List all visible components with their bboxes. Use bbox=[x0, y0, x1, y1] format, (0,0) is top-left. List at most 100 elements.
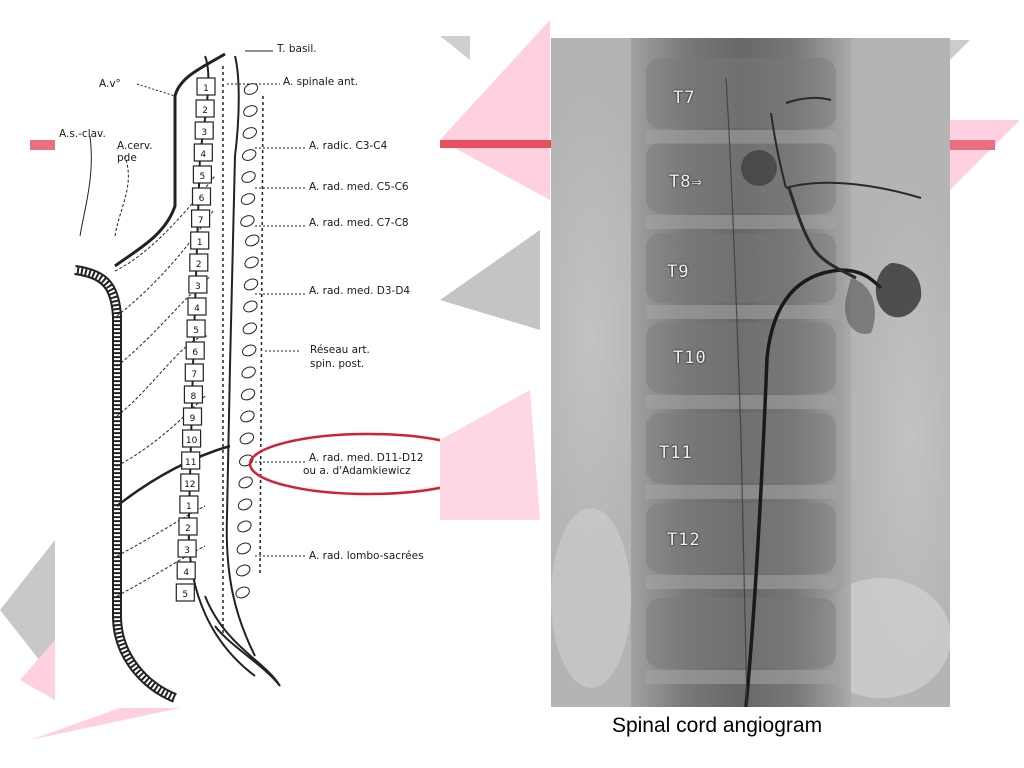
posterior-spinal-network bbox=[259, 95, 264, 577]
posterior-process bbox=[241, 366, 256, 379]
label-a-spinale-ant: A. spinale ant. bbox=[283, 76, 359, 88]
bg-red-line-right bbox=[950, 140, 995, 150]
posterior-process bbox=[236, 564, 251, 577]
angiogram-drawing bbox=[551, 38, 950, 707]
vertebra-number: 3 bbox=[201, 128, 207, 138]
disc-space bbox=[646, 395, 836, 409]
angiogram-caption: Spinal cord angiogram bbox=[611, 714, 823, 737]
vertebra-box bbox=[191, 187, 212, 206]
vertebra-number: 5 bbox=[182, 590, 188, 600]
soft-tissue bbox=[851, 178, 950, 698]
bg-gray-triangle bbox=[0, 540, 55, 680]
vertebra-label-t8: T8⇒ bbox=[669, 172, 703, 192]
vertebra-number: 10 bbox=[186, 436, 198, 446]
vertebra-box bbox=[196, 77, 216, 96]
highlight-ellipse bbox=[248, 432, 440, 496]
branch-radic bbox=[116, 275, 212, 367]
vertebra-number: 9 bbox=[190, 414, 196, 424]
spinal-cord-outline-right bbox=[225, 55, 256, 657]
vertebra-number: 4 bbox=[200, 150, 206, 160]
vertebra-number: 4 bbox=[183, 568, 189, 578]
vertebra-box bbox=[191, 209, 211, 228]
vertebra-box bbox=[188, 275, 208, 294]
vertebra-number: 1 bbox=[203, 84, 209, 94]
disc-space bbox=[646, 670, 836, 684]
disc-space bbox=[646, 575, 836, 589]
vertebral-body bbox=[646, 143, 836, 213]
posterior-process bbox=[238, 476, 253, 489]
vertebra-box bbox=[195, 99, 215, 118]
posterior-process bbox=[236, 542, 252, 555]
label-a-rad-lombo-sacrees: A. rad. lombo-sacrées bbox=[309, 550, 424, 562]
vertebral-body bbox=[646, 598, 836, 668]
vertebra-box bbox=[181, 451, 201, 470]
branch-subclavian bbox=[79, 135, 92, 237]
vertebra-number: 4 bbox=[194, 304, 200, 314]
vertebra-number: 3 bbox=[184, 546, 190, 556]
branch-radic bbox=[116, 395, 206, 467]
label-spin-post: spin. post. bbox=[310, 358, 365, 370]
vertebra-box bbox=[175, 583, 195, 602]
anterior-spinal-artery bbox=[725, 77, 748, 707]
bg-pink-triangle bbox=[950, 120, 1020, 190]
vertebra-number: 2 bbox=[185, 524, 191, 534]
vertebra-box bbox=[190, 231, 210, 250]
label-a-v: A.v° bbox=[99, 78, 121, 90]
branch-radic bbox=[116, 335, 208, 417]
vertebral-body bbox=[646, 233, 836, 303]
posterior-process bbox=[242, 127, 257, 139]
vertebral-body bbox=[646, 58, 836, 128]
vertebra-number: 5 bbox=[200, 172, 206, 182]
bg-red-line-mid bbox=[440, 140, 551, 148]
label-a-radic-c3-c4: A. radic. C3-C4 bbox=[309, 140, 388, 152]
contrast-blush bbox=[875, 263, 922, 318]
bg-pink-triangle bbox=[440, 390, 540, 520]
label-a-rad-med-c7-c8: A. rad. med. C7-C8 bbox=[309, 217, 409, 229]
vertebra-box bbox=[181, 429, 202, 448]
vertebra-label-t9: T9 bbox=[667, 262, 690, 282]
vertebral-body bbox=[646, 503, 836, 573]
posterior-process bbox=[243, 83, 259, 95]
bg-red-line-left bbox=[30, 140, 55, 150]
posterior-process bbox=[237, 498, 253, 511]
vertebra-box bbox=[192, 165, 212, 184]
label-t-basil: T. basil. bbox=[277, 43, 317, 55]
posterior-process bbox=[243, 278, 259, 291]
bg-gray-triangle bbox=[440, 36, 470, 60]
posterior-elements bbox=[235, 83, 260, 599]
vertebra-label-t12: T12 bbox=[667, 530, 701, 550]
vertebra-box bbox=[184, 363, 204, 382]
disc-space bbox=[646, 130, 836, 144]
label-p-de: pde bbox=[117, 152, 137, 164]
bg-pink-triangle bbox=[20, 640, 55, 700]
vertebra-label-t7: T7 bbox=[673, 88, 696, 108]
vertebra-box bbox=[186, 319, 206, 338]
leader-line bbox=[136, 83, 176, 97]
vertebra-box bbox=[187, 297, 207, 316]
vertebra-number: 6 bbox=[192, 348, 198, 358]
contrast-blush bbox=[845, 278, 875, 334]
sacrum-curve bbox=[204, 595, 281, 687]
artery-branch bbox=[785, 181, 922, 199]
label-a-s-clav: A.s.-clav. bbox=[59, 128, 106, 140]
spine-column bbox=[631, 38, 851, 707]
contrast-blush bbox=[741, 150, 777, 186]
branch-adamkiewicz bbox=[116, 444, 231, 507]
vertebra-label-t11: T11 bbox=[659, 443, 693, 463]
vertebra-box bbox=[183, 385, 203, 404]
label-reseau-art: Réseau art. bbox=[310, 344, 370, 356]
vertebra-number: 2 bbox=[196, 260, 202, 270]
posterior-process bbox=[242, 344, 257, 357]
posterior-process bbox=[240, 410, 255, 423]
label-a-rad-med-d3-d4: A. rad. med. D3-D4 bbox=[309, 285, 411, 297]
vertebra-number: 12 bbox=[184, 480, 195, 490]
soft-tissue bbox=[551, 88, 651, 588]
bg-gray-triangle bbox=[440, 230, 540, 330]
vertebra-number: 5 bbox=[193, 326, 199, 336]
posterior-process bbox=[240, 215, 255, 227]
vertebra-box bbox=[178, 517, 198, 536]
posterior-process bbox=[243, 300, 258, 313]
